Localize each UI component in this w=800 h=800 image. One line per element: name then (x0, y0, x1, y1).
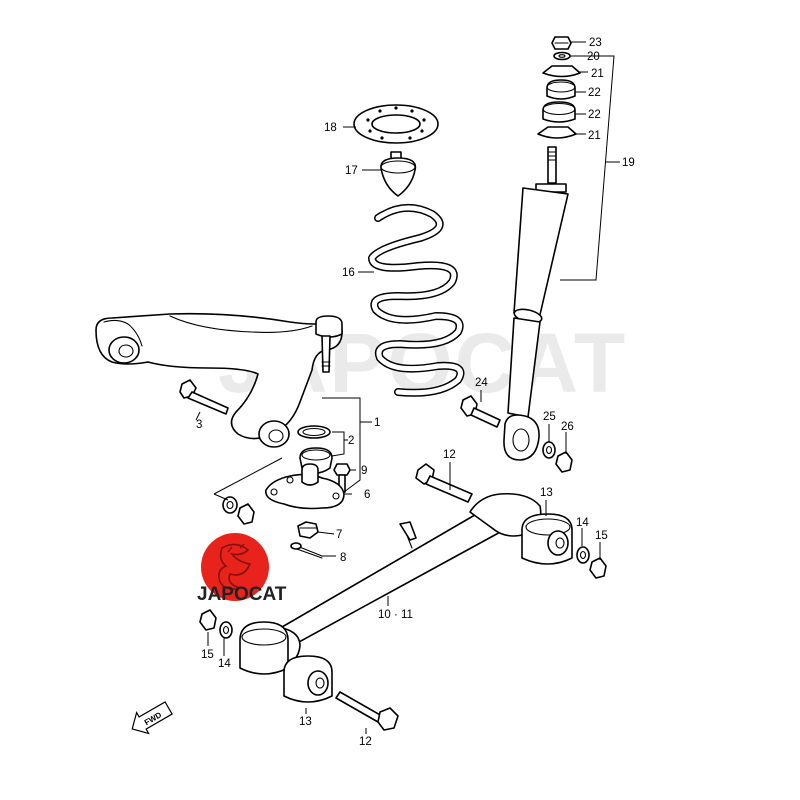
callout-15-left: 15 (201, 649, 214, 661)
callout-13-upper: 13 (540, 487, 553, 499)
upper-control-arm (95, 312, 343, 448)
washer-14-left (219, 621, 233, 639)
shock-absorber-19 (503, 146, 569, 461)
nut-26 (555, 451, 573, 473)
ball-joint-6 (265, 463, 345, 510)
bolt-12-lower (335, 691, 399, 731)
callout-3: 3 (196, 419, 202, 431)
cushion-retainer-21-lower (537, 126, 577, 139)
callout-19: 19 (622, 157, 635, 169)
callout-numbers: 23 20 21 22 22 21 19 18 17 16 24 25 26 1… (196, 37, 635, 748)
shock-mount-stack (537, 36, 581, 139)
callout-25: 25 (543, 411, 556, 423)
logo-text: JAPOCAT (197, 584, 287, 605)
callout-20: 20 (587, 51, 600, 63)
callout-23: 23 (589, 37, 602, 49)
cotter-pin-8 (290, 542, 323, 559)
callout-18: 18 (324, 122, 337, 134)
washer-14-right (576, 546, 590, 564)
callout-7: 7 (336, 529, 342, 541)
castle-nut-7 (297, 521, 319, 539)
shock-lower-eye (503, 414, 540, 461)
bolt-12-upper (415, 463, 473, 503)
bolt-24 (460, 395, 501, 428)
callout-12-lower: 12 (359, 736, 372, 748)
callout-14-right: 14 (576, 517, 589, 529)
callout-6: 6 (364, 489, 370, 501)
cushion-retainer-21-upper (542, 65, 581, 78)
callout-12-upper: 12 (443, 449, 456, 461)
callout-15-right: 15 (595, 530, 608, 542)
callout-26: 26 (561, 421, 574, 433)
fwd-arrow-icon: FWD (131, 701, 173, 735)
callout-8: 8 (340, 552, 346, 564)
callout-9: 9 (361, 465, 367, 477)
bushing-22-upper (546, 79, 576, 100)
callout-2: 2 (348, 435, 354, 447)
bushing-22-lower (542, 101, 576, 123)
callout-1: 1 (374, 417, 380, 429)
bolt-3 (179, 379, 229, 415)
nut-15-left (199, 609, 217, 631)
bushing-13-lower (239, 621, 333, 703)
callout-24: 24 (475, 377, 488, 389)
japocat-logo: JAPOCAT (197, 533, 287, 605)
nut-15-right (589, 557, 607, 579)
callout-22-lower: 22 (588, 109, 601, 121)
callout-17: 17 (345, 165, 358, 177)
callout-21-upper: 21 (591, 68, 604, 80)
callout-14-left: 14 (218, 658, 231, 670)
bump-stop-17 (380, 151, 417, 197)
spring-seat-18 (353, 104, 439, 144)
washer-20 (553, 51, 571, 61)
callout-10-11: 10 · 11 (378, 609, 413, 621)
washer-25 (542, 441, 556, 459)
callout-13-lower: 13 (299, 716, 312, 728)
callout-16: 16 (342, 267, 355, 279)
lateral-rod-10-11 (253, 492, 542, 667)
snap-ring-2 (297, 425, 331, 439)
bushing-13-upper (521, 513, 573, 565)
shock-body-upper (513, 187, 569, 320)
washer-left-upper (222, 496, 255, 525)
callout-21-lower: 21 (588, 130, 601, 142)
leader-lines (195, 41, 620, 734)
callout-22-upper: 22 (588, 87, 601, 99)
coil-spring-16 (368, 204, 465, 397)
